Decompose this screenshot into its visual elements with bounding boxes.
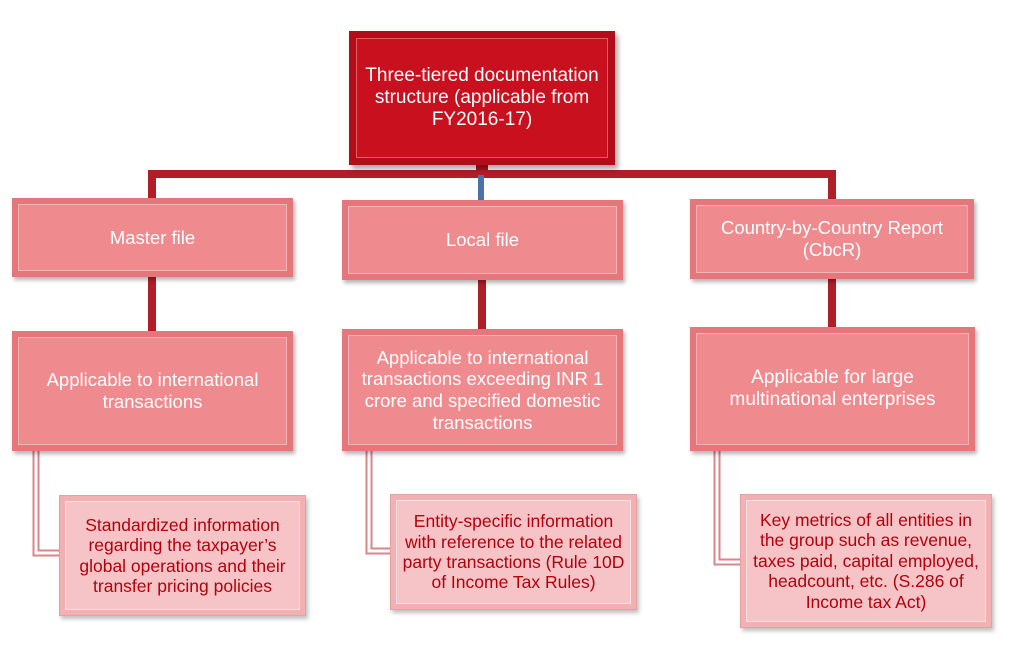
connector-cbcr-applicability [828,279,836,329]
master-file-title: Master file [109,226,196,248]
drop-connector-cbcr [828,170,836,201]
local-file-title: Local file [445,229,519,251]
cbcr-node: Country-by-Country Report (CbcR) [690,199,974,279]
connector-local-applicability [478,280,486,331]
local-file-applicability-node: Applicable to international transactions… [342,329,623,451]
local-file-details-node: Entity-specific information with referen… [390,494,637,610]
cbcr-details-node: Key metrics of all entities in the group… [740,494,992,628]
cbcr-title: Country-by-Country Report (CbcR) [720,217,944,260]
root-label: Three-tiered documentation structure (ap… [365,64,599,131]
local-file-applicability: Applicable to international transactions… [361,346,604,433]
cbcr-details: Key metrics of all entities in the group… [753,509,979,612]
master-file-details: Standardized information regarding the t… [79,514,286,596]
local-file-details: Entity-specific information with referen… [402,511,625,593]
cbcr-applicability: Applicable for large multinational enter… [729,366,936,410]
drop-connector-local [478,175,484,202]
horizontal-connector [148,170,836,178]
drop-connector-master [148,170,156,200]
cbcr-applicability-node: Applicable for large multinational enter… [690,327,975,451]
local-file-node: Local file [342,200,623,280]
master-file-details-node: Standardized information regarding the t… [59,495,306,616]
master-file-node: Master file [12,198,293,277]
master-file-applicability: Applicable to international transactions [46,369,259,412]
connector-master-applicability [148,277,156,333]
master-file-applicability-node: Applicable to international transactions [12,331,293,451]
root-node: Three-tiered documentation structure (ap… [349,31,615,165]
